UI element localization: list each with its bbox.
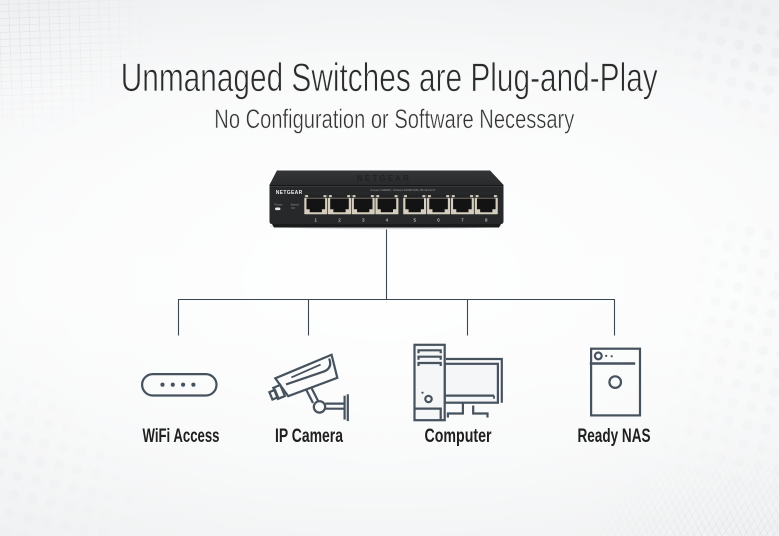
svg-text:NETGEAR: NETGEAR (276, 190, 303, 196)
svg-text:Green=1000M, Yellow=100M/10M,: Green=1000M, Yellow=100M/10M, Blink=ACT (370, 188, 435, 192)
svg-text:5: 5 (413, 218, 416, 223)
svg-text:8: 8 (485, 218, 488, 223)
svg-text:3: 3 (362, 218, 365, 223)
svg-text:7: 7 (461, 218, 464, 223)
svg-text:2: 2 (338, 218, 341, 223)
svg-text:NETGEAR: NETGEAR (357, 174, 412, 183)
svg-text:6: 6 (437, 218, 440, 223)
svg-text:4: 4 (386, 218, 389, 223)
svg-text:1: 1 (315, 218, 318, 223)
svg-text:Power: Power (275, 203, 283, 207)
svg-text:Speed: Speed (291, 203, 300, 207)
